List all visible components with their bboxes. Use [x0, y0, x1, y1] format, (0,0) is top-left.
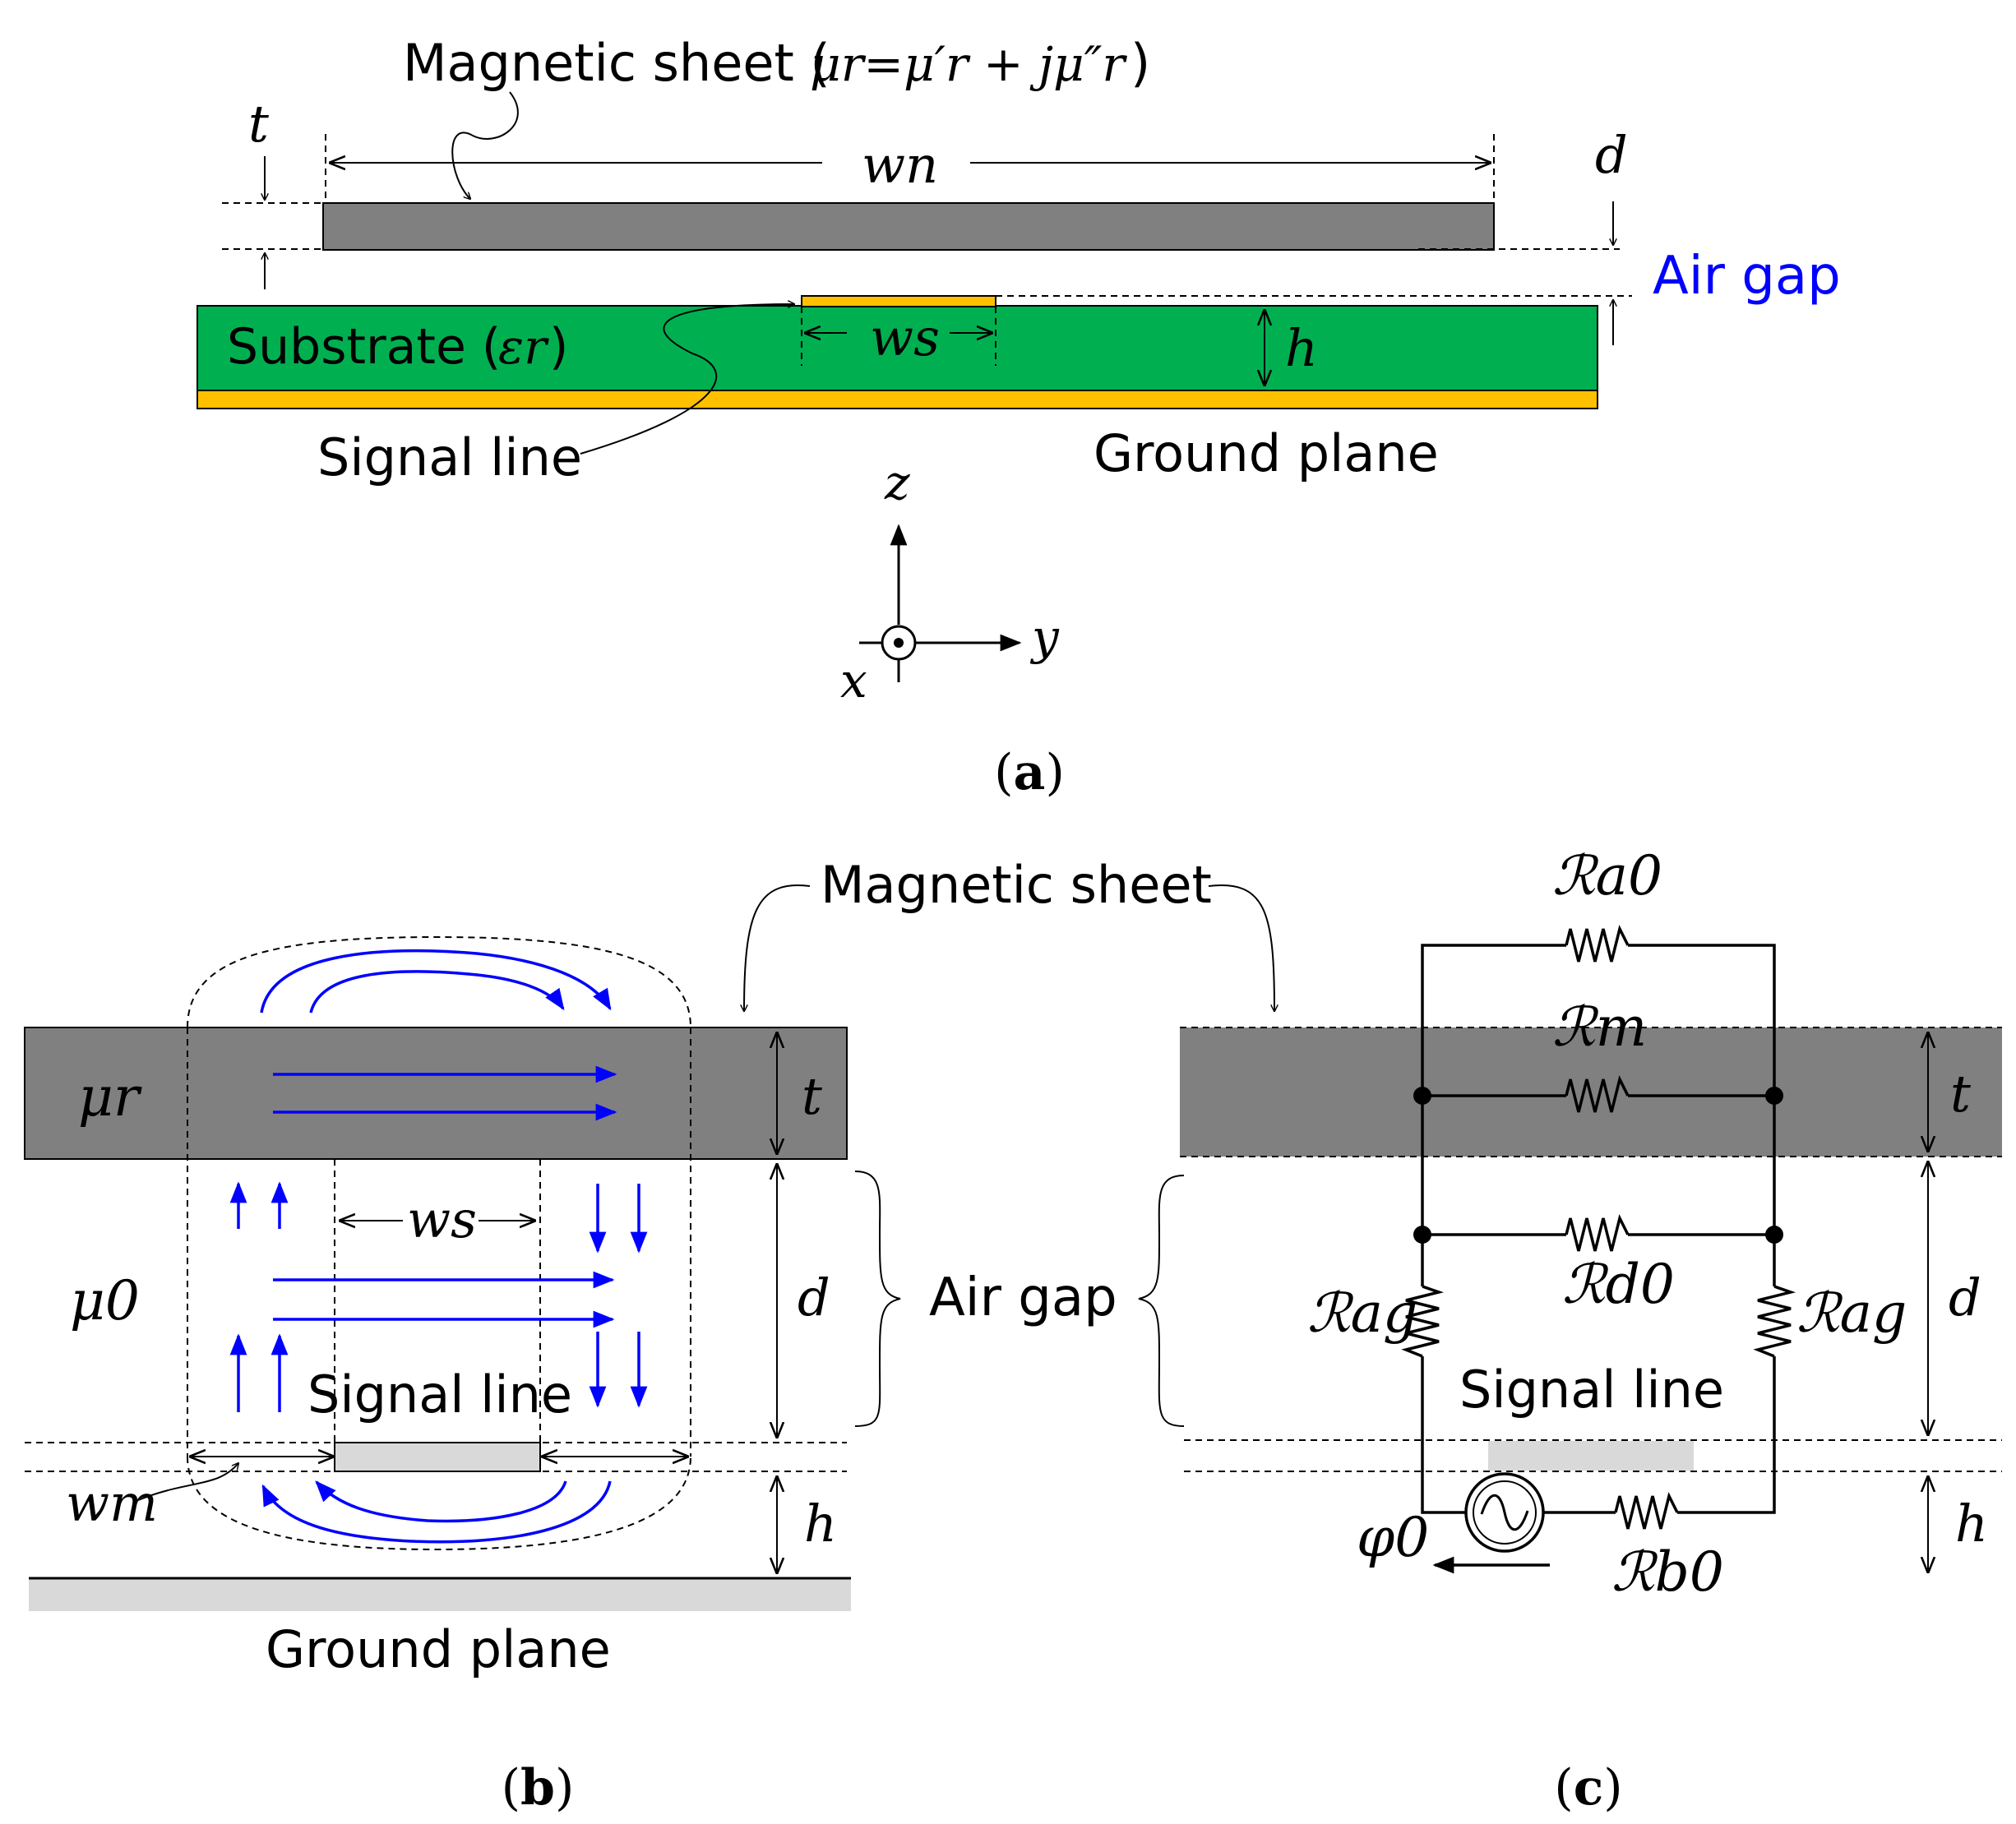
wire-top-loop-right	[1628, 944, 1776, 1235]
magnetic-sheet-leader-right	[1208, 884, 1274, 1011]
signal-line-rect	[801, 295, 996, 307]
caption-a: (a)	[994, 744, 1065, 801]
flux-arc-bottom-outer	[261, 1480, 612, 1544]
resistor-ra0	[1565, 924, 1630, 963]
t-label-a: t	[248, 94, 269, 154]
resistor-rm	[1565, 1074, 1630, 1113]
ground-plane-rect-b	[29, 1578, 851, 1611]
resistor-rd0	[1565, 1213, 1630, 1252]
substrate-close: )	[549, 318, 568, 376]
t-label-c: t	[1950, 1064, 1971, 1124]
junction-dots	[1413, 1087, 1783, 1244]
air-gap-label-b: Air gap	[929, 1268, 1117, 1328]
epsilon-label: εr	[498, 319, 549, 375]
magnetic-sheet-leader	[451, 91, 519, 199]
resistor-rag-left	[1401, 1285, 1445, 1358]
magnetic-sheet-rect-b	[24, 1027, 848, 1160]
flux-arc-bottom-inner	[315, 1480, 567, 1523]
mu-r-label: μr	[78, 1065, 142, 1129]
signal-line-label-b: Signal line	[307, 1365, 572, 1425]
mu-formula-label: μr=μ′r + jμ″r	[810, 36, 1127, 92]
caption-c: (c)	[1554, 1759, 1622, 1817]
magnetic-sheet-label-a: Magnetic sheet (	[403, 33, 830, 93]
panel-c: ℛa0 ℛm ℛd0 ℛag ℛag ℛb0 φ0 Signal line t …	[1138, 844, 2002, 1817]
h-label-b: h	[804, 1494, 837, 1554]
x-axis-label: x	[840, 653, 867, 709]
flux-arc-top-outer	[260, 949, 612, 1014]
signal-line-rect-c	[1488, 1441, 1694, 1471]
d-label-c: d	[1949, 1268, 1981, 1328]
y-axis-label: y	[1029, 609, 1060, 665]
ground-plane-rect	[197, 390, 1598, 409]
ws-label-a: ws	[870, 307, 940, 367]
dashed-guides-a	[222, 134, 1632, 366]
flux-arc-top-inner	[309, 970, 565, 1014]
phi-0-label: φ0	[1357, 1506, 1429, 1569]
ac-sine-icon	[1480, 1494, 1529, 1531]
magnetic-sheet-rect	[322, 202, 1495, 251]
wm-leader	[137, 1463, 238, 1501]
signal-line-rect-b	[334, 1442, 541, 1472]
resistor-rb0	[1614, 1491, 1679, 1530]
x-axis-dot-icon	[894, 638, 904, 648]
resistor-rag-right	[1753, 1285, 1796, 1358]
substrate-label: Substrate (	[227, 318, 501, 376]
wn-label: wn	[862, 135, 938, 195]
d-label-a: d	[1595, 125, 1628, 185]
air-gap-brace-c	[1138, 1175, 1185, 1427]
r-d0-label: ℛd0	[1562, 1253, 1675, 1316]
circuit-wires	[1421, 944, 1776, 1514]
t-label-b: t	[802, 1066, 822, 1126]
ws-label-b: ws	[407, 1189, 477, 1249]
caption-b: (b)	[502, 1759, 575, 1817]
flux-arrows	[229, 949, 648, 1544]
substrate-rect	[197, 305, 1598, 391]
ac-source-inner-icon	[1473, 1480, 1537, 1545]
z-axis-label: z	[884, 455, 910, 510]
dashed-guides-b	[25, 935, 847, 1551]
panel-b: Magnetic sheet μr μ0 t d h ws wm Air gap…	[24, 855, 1274, 1817]
air-gap-label-a: Air gap	[1653, 246, 1841, 307]
mu-0-label: μ0	[70, 1269, 140, 1332]
panel-a: Magnetic sheet ( μr=μ′r + jμ″r ) t wn d …	[197, 33, 1841, 801]
h-label-c: h	[1955, 1494, 1988, 1554]
r-b0-label: ℛb0	[1611, 1540, 1724, 1604]
r-m-label: ℛm	[1552, 995, 1647, 1059]
air-gap-brace-b	[854, 1171, 901, 1427]
dashed-guides-c	[1180, 1027, 2002, 1472]
d-label-b: d	[798, 1268, 830, 1328]
ground-plane-label-a: Ground plane	[1094, 423, 1439, 483]
signal-line-label-a: Signal line	[317, 427, 582, 487]
r-a0-label: ℛa0	[1552, 844, 1662, 907]
r-ag-left-label: ℛag	[1307, 1281, 1417, 1345]
h-label-a: h	[1285, 318, 1318, 378]
magnetic-sheet-label-b: Magnetic sheet	[821, 855, 1212, 915]
magnetic-sheet-leader-left	[744, 884, 811, 1011]
resistors	[1401, 924, 1796, 1530]
mu-formula-close: )	[1131, 33, 1150, 93]
ground-plane-label-b: Ground plane	[266, 1619, 611, 1679]
wm-label: wm	[66, 1473, 158, 1533]
signal-line-label-c: Signal line	[1459, 1360, 1724, 1420]
r-ag-right-label: ℛag	[1796, 1281, 1907, 1345]
signal-line-leader	[580, 304, 794, 455]
wire-top-loop	[1421, 944, 1566, 1235]
